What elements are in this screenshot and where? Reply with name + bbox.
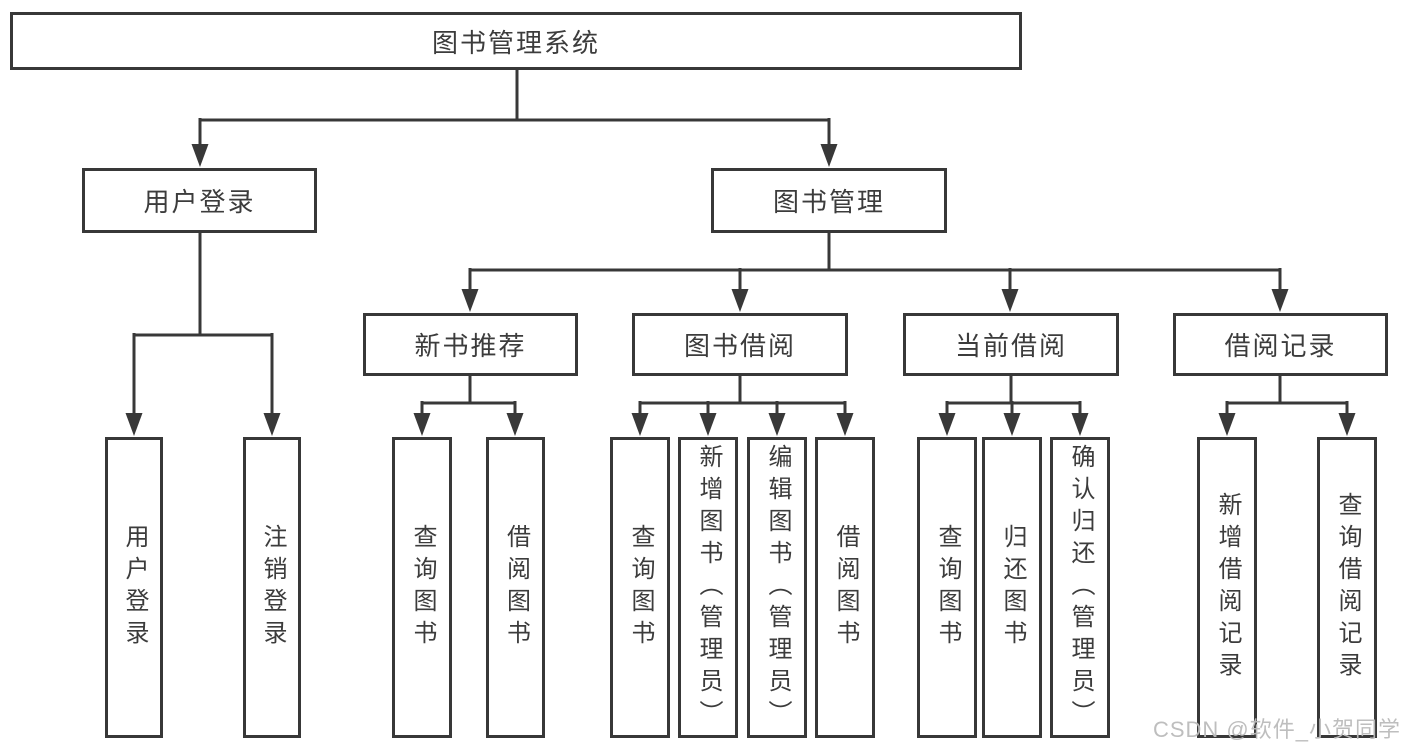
leaf-confirm-return-admin: 确认归还（管理员） bbox=[1050, 437, 1110, 738]
leaf-query-books-3: 查询图书 bbox=[917, 437, 977, 738]
leaf-query-borrow-record: 查询借阅记录 bbox=[1317, 437, 1377, 738]
leaf-add-book-admin-label: 新增图书（管理员） bbox=[695, 443, 722, 732]
leaf-user-login: 用户登录 bbox=[105, 437, 163, 738]
leaf-query-borrow-record-label: 查询借阅记录 bbox=[1334, 491, 1361, 684]
leaf-return-books: 归还图书 bbox=[982, 437, 1042, 738]
leaf-borrow-books-2-label: 借阅图书 bbox=[832, 523, 859, 652]
connector-book-borrow-to-leaves bbox=[631, 374, 854, 436]
connector-borrow-records-to-leaves bbox=[1218, 374, 1356, 436]
connector-current-borrow-to-leaves bbox=[938, 374, 1089, 436]
leaf-query-books-1: 查询图书 bbox=[392, 437, 452, 738]
connector-book-mgmt-to-level3 bbox=[461, 231, 1289, 312]
leaf-borrow-books-1-label: 借阅图书 bbox=[502, 523, 530, 652]
leaf-add-borrow-record-label: 新增借阅记录 bbox=[1214, 491, 1241, 684]
node-book-borrow: 图书借阅 bbox=[632, 313, 848, 376]
leaf-edit-book-admin: 编辑图书（管理员） bbox=[747, 437, 807, 738]
leaf-query-books-2: 查询图书 bbox=[610, 437, 670, 738]
leaf-borrow-books-1: 借阅图书 bbox=[486, 437, 545, 738]
node-user-login: 用户登录 bbox=[82, 168, 317, 233]
connector-new-book-recommend-to-leaves bbox=[413, 374, 524, 436]
leaf-return-books-label: 归还图书 bbox=[999, 523, 1026, 652]
leaf-borrow-books-2: 借阅图书 bbox=[815, 437, 875, 738]
leaf-add-borrow-record: 新增借阅记录 bbox=[1197, 437, 1257, 738]
leaf-query-books-1-label: 查询图书 bbox=[409, 523, 436, 652]
leaf-logout-label: 注销登录 bbox=[259, 523, 286, 652]
node-borrow-records: 借阅记录 bbox=[1173, 313, 1388, 376]
leaf-query-books-3-label: 查询图书 bbox=[934, 523, 961, 652]
leaf-add-book-admin: 新增图书（管理员） bbox=[678, 437, 738, 738]
leaf-query-books-2-label: 查询图书 bbox=[627, 523, 654, 652]
leaf-logout: 注销登录 bbox=[243, 437, 301, 738]
leaf-user-login-label: 用户登录 bbox=[121, 523, 148, 652]
node-new-book-recommend: 新书推荐 bbox=[363, 313, 578, 376]
leaf-confirm-return-admin-label: 确认归还（管理员） bbox=[1067, 443, 1094, 732]
connector-user-login-to-leaves bbox=[125, 231, 281, 436]
node-root: 图书管理系统 bbox=[10, 12, 1022, 70]
connector-root-to-level2 bbox=[191, 68, 838, 167]
node-current-borrow: 当前借阅 bbox=[903, 313, 1119, 376]
watermark: CSDN @软件_小贺同学 bbox=[1152, 717, 1401, 742]
node-book-management: 图书管理 bbox=[711, 168, 947, 233]
leaf-edit-book-admin-label: 编辑图书（管理员） bbox=[764, 443, 791, 732]
